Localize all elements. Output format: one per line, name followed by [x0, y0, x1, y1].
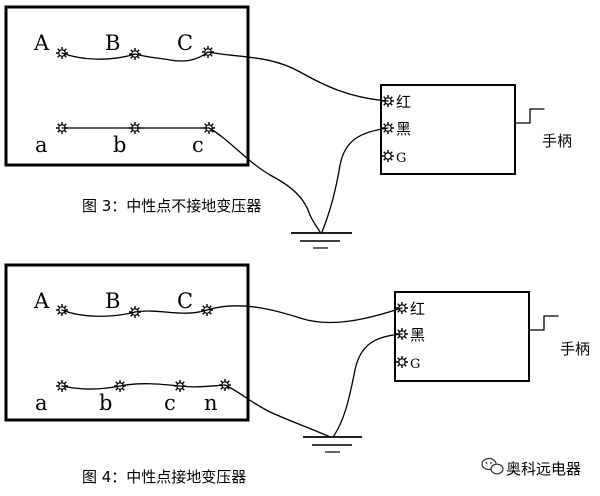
- terminal-label-a: a: [35, 391, 48, 415]
- wire-black-ground: [321, 127, 389, 233]
- watermark: 奥科远电器: [481, 457, 581, 478]
- watermark-text: 奥科远电器: [506, 460, 581, 478]
- terminal-icon: [395, 355, 409, 369]
- terminal-label-red: 红: [410, 300, 425, 318]
- tester-box: [394, 291, 530, 382]
- transformer-box: [4, 5, 250, 167]
- terminal-label-g: G: [396, 151, 406, 166]
- terminal-label-g: G: [410, 357, 420, 372]
- terminal-label-A: A: [33, 31, 50, 55]
- terminal-label-B: B: [105, 31, 120, 55]
- figure-caption: 图 4：中性点接地变压器: [82, 468, 246, 486]
- figure-caption: 图 3：中性点不接地变压器: [82, 197, 261, 215]
- wire-a-b: [61, 52, 136, 60]
- wire-b-c: [134, 309, 208, 314]
- handle-label: 手柄: [560, 340, 590, 358]
- ground-icon: [291, 232, 352, 249]
- handle-icon: [528, 315, 559, 331]
- wire-black-ground: [332, 333, 403, 438]
- figure-3: A B C a b c 红 黑 G 手柄: [4, 5, 572, 249]
- terminal-icon: [381, 149, 395, 163]
- terminal-label-a: a: [35, 133, 48, 157]
- wire-n-ground: [224, 384, 331, 438]
- terminal-label-C: C: [177, 289, 193, 313]
- wire-b-c: [134, 51, 209, 62]
- wire-a-b: [61, 309, 136, 317]
- figure-4: A B C a b c n 红 黑 G 手柄: [4, 263, 590, 486]
- wire-lv-bus: [61, 383, 226, 390]
- terminal-label-red: 红: [396, 93, 411, 111]
- terminal-label-black: 黑: [410, 326, 425, 344]
- terminal-label-b: b: [113, 133, 126, 157]
- terminal-label-C: C: [177, 31, 193, 55]
- ground-icon: [303, 436, 362, 453]
- terminal-label-n: n: [204, 391, 218, 415]
- terminal-label-c: c: [164, 391, 176, 415]
- terminal-label-c: c: [192, 133, 204, 157]
- wire-c-red: [207, 51, 389, 102]
- transformer-box: [4, 263, 250, 422]
- wire-c-red: [206, 305, 403, 324]
- terminal-label-B: B: [105, 289, 120, 313]
- terminal-label-A: A: [33, 289, 50, 313]
- wire-c-ground: [208, 127, 321, 233]
- terminal-label-black: 黑: [396, 120, 411, 138]
- wechat-icon: [481, 457, 504, 475]
- handle-label: 手柄: [542, 132, 572, 150]
- terminal-label-b: b: [99, 391, 112, 415]
- handle-icon: [514, 108, 545, 124]
